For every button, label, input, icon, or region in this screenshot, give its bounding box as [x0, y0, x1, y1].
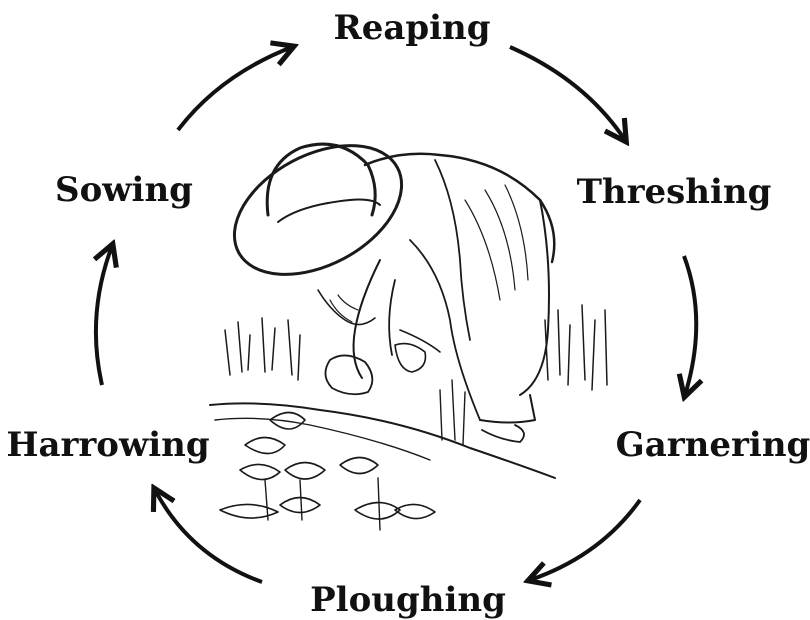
stage-label-reaping: Reaping	[333, 11, 490, 45]
stage-label-harrowing: Harrowing	[6, 428, 209, 462]
stage-label-garnering: Garnering	[616, 428, 810, 462]
stage-label-threshing: Threshing	[577, 175, 772, 209]
stage-label-sowing: Sowing	[55, 173, 193, 207]
stage-label-ploughing: Ploughing	[310, 583, 506, 617]
